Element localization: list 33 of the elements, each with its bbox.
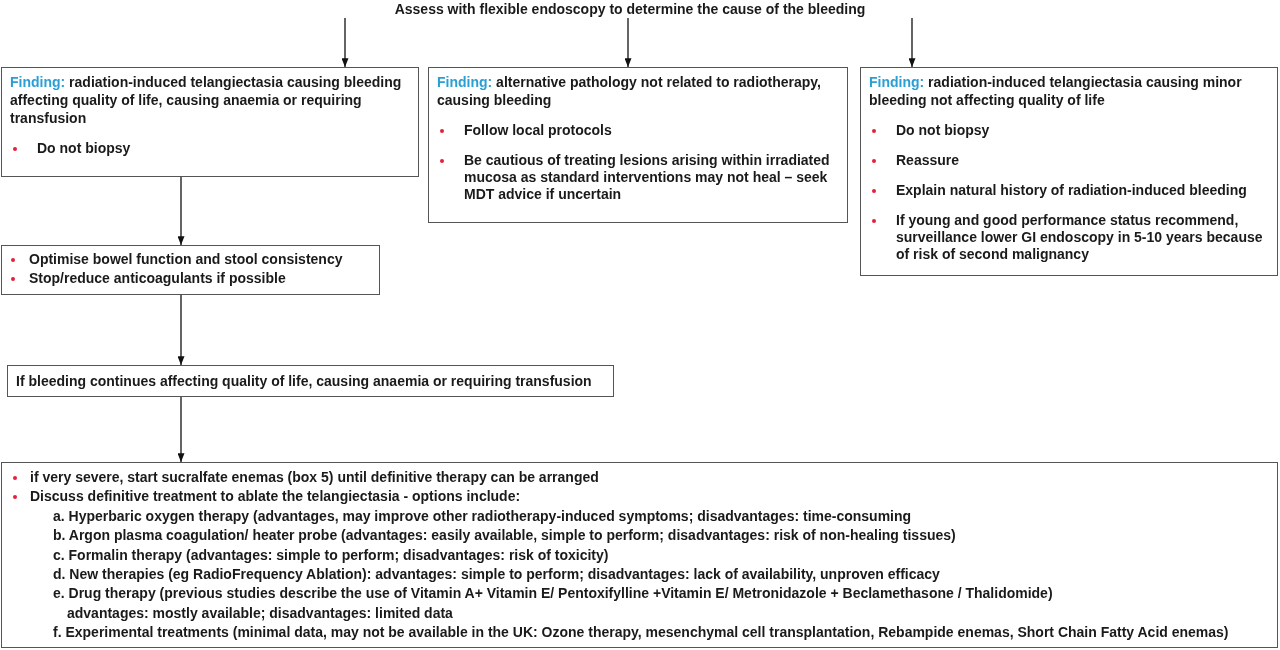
option-text: a. Hyperbaric oxygen therapy (advantages, may improve other radiotherapy-induced symptoms; disadvantages: time-consuming xyxy=(53,506,912,526)
arrow xyxy=(177,176,185,246)
finding-box xyxy=(860,67,1278,276)
arrow xyxy=(624,17,632,68)
bullet-text: Follow local protocols xyxy=(464,122,612,139)
bullet-text: Optimise bowel function and stool consistency xyxy=(29,250,343,269)
option-text: c. Formalin therapy (advantages: simple to perform; disadvantages: risk of toxicity) xyxy=(53,545,609,565)
finding-text: Finding: radiation-induced telangiectasia causing minor bleeding not affecting quality of life xyxy=(869,73,1243,109)
arrow xyxy=(341,17,349,68)
process-box xyxy=(1,245,380,295)
finding-box xyxy=(1,67,419,177)
option-text: f. Experimental treatments (minimal data, may not be available in the UK: Ozone therapy, mesenchymal cell transplantation, Rebampide enemas, Short Chain Fatty Acid enemas) xyxy=(53,623,1229,643)
option-text: b. Argon plasma coagulation/ heater probe (advantages: easily available, simple to perform; disadvantages: risk of non-healing tissues) xyxy=(53,526,956,546)
bullet-text: Discuss definitive treatment to ablate the telangiectasia - options include: xyxy=(30,487,521,507)
bullet-text: Do not biopsy xyxy=(896,122,990,139)
bullet-text: If young and good performance status recommend, surveillance lower GI endoscopy in 5-10 years because of risk of second malignancy xyxy=(896,212,1264,263)
condition-text: If bleeding continues affecting quality of life, causing anaemia or requiring transfusion xyxy=(16,372,593,390)
arrow xyxy=(177,294,185,366)
arrow xyxy=(177,396,185,463)
bullet-text: if very severe, start sucralfate enemas (box 5) until definitive therapy can be arranged xyxy=(30,468,599,487)
arrow xyxy=(908,17,916,68)
bullet-text: Stop/reduce anticoagulants if possible xyxy=(29,269,286,288)
condition-box xyxy=(7,365,614,397)
treatment-box xyxy=(1,462,1278,648)
bullet-text: Explain natural history of radiation-induced bleeding xyxy=(896,182,1247,199)
finding-box xyxy=(428,67,848,223)
bullet-text: Reassure xyxy=(896,152,960,169)
bullet-text: Do not biopsy xyxy=(37,140,131,157)
finding-text: Finding: alternative pathology not related to radiotherapy, causing bleeding xyxy=(437,73,822,109)
bullet-text: Be cautious of treating lesions arising within irradiated mucosa as standard interventions may not heal – seek MDT advice if uncertain xyxy=(464,152,831,203)
finding-text: Finding: radiation-induced telangiectasia causing bleeding affecting quality of life, causing anaemia or requiring transfusion xyxy=(10,73,403,127)
step-text: Assess with flexible endoscopy to determine the cause of the bleeding xyxy=(394,1,866,18)
option-text: d. New therapies (eg RadioFrequency Ablation): advantages: simple to perform; disadvantages: lack of availability, unproven efficacy xyxy=(53,565,940,585)
